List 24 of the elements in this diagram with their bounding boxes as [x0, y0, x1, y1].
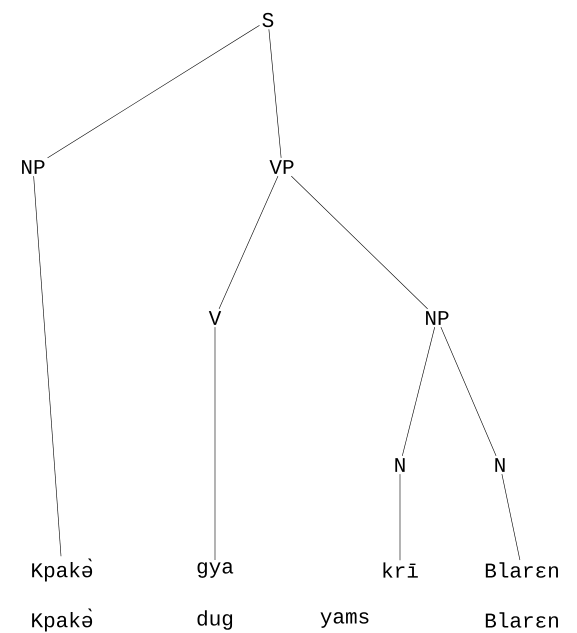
- branch-line: [268, 29, 282, 158]
- branch-line: [214, 326, 216, 560]
- category-label: S: [262, 12, 274, 28]
- branch-line: [47, 25, 260, 158]
- category-label: N: [495, 458, 505, 472]
- branch-line: [440, 326, 496, 456]
- word: gya: [198, 562, 234, 578]
- gloss: yams: [320, 612, 368, 628]
- category-label: V: [208, 311, 222, 325]
- gloss: dug: [198, 610, 232, 630]
- branch-line: [218, 176, 278, 310]
- word: krī: [384, 562, 418, 578]
- category-label: NP: [22, 160, 44, 174]
- word: Kpakə̀: [32, 558, 92, 582]
- category-label: N: [395, 458, 405, 472]
- gloss: Kpakə̀: [32, 608, 92, 632]
- category-label: NP: [426, 311, 448, 325]
- branch-line: [502, 474, 520, 560]
- category-label: VP: [270, 160, 294, 174]
- branch-line: [33, 176, 62, 557]
- branch-line: [402, 326, 435, 456]
- branch-line: [291, 176, 428, 310]
- gloss: Blarɛn: [486, 612, 558, 628]
- word: Blarɛn: [486, 562, 558, 578]
